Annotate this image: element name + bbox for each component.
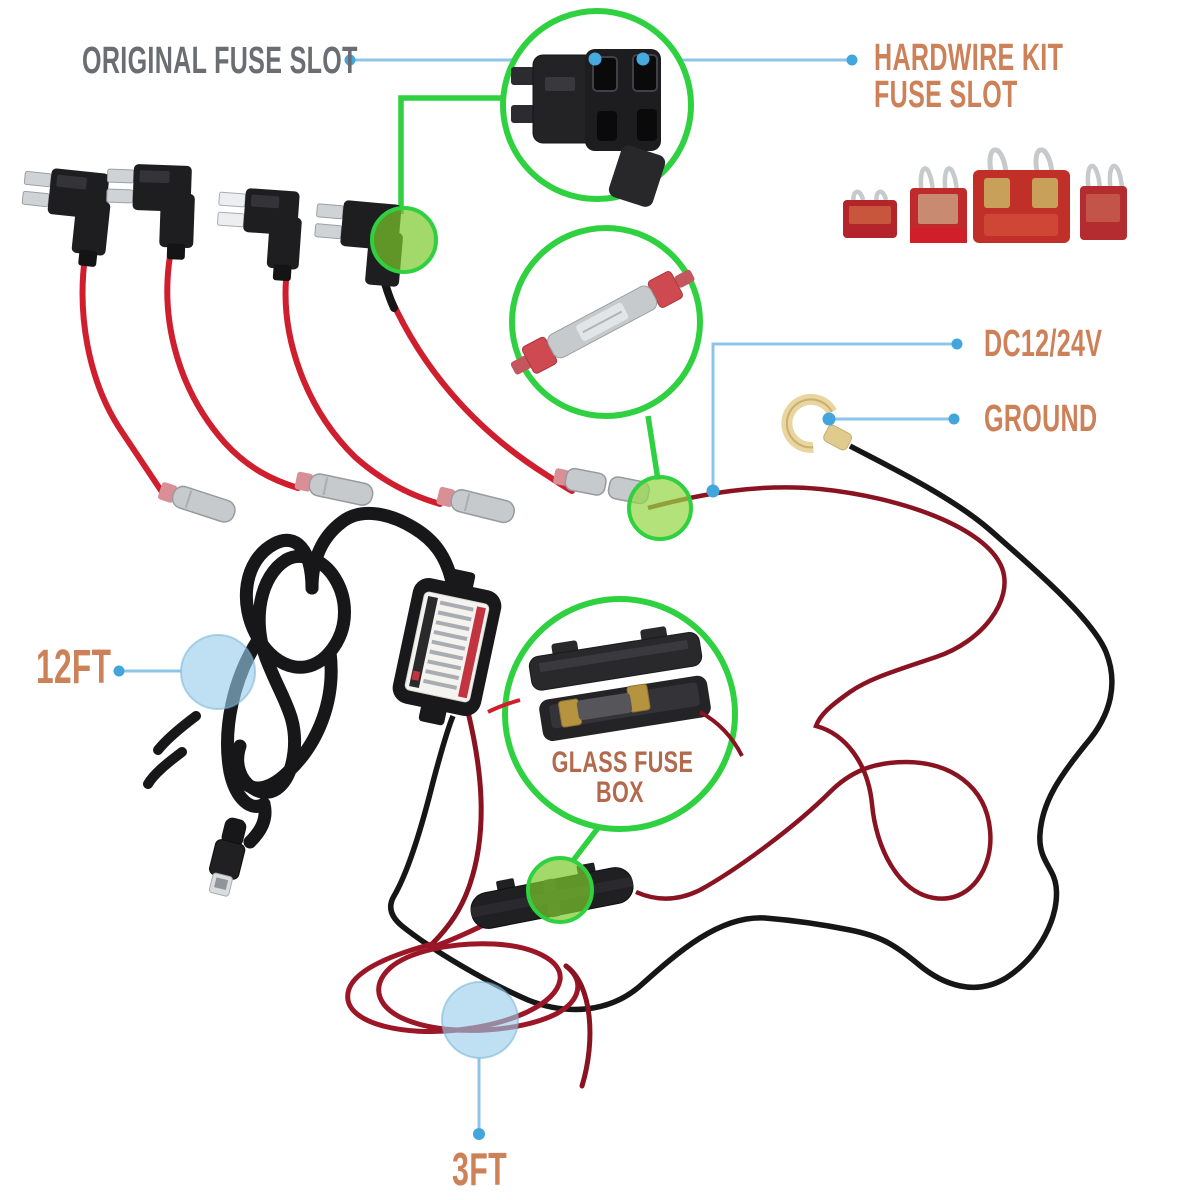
fuse-tap-2 [106,164,195,260]
highlight-3ft-cable [441,981,519,1059]
callout-dots-blue [113,54,963,1140]
crimp-terminal-3 [436,486,515,524]
hardwire-kit-fuse-slot-label: HARDWIRE KIT FUSE SLOT [874,37,1064,116]
converter-module [392,568,502,726]
module-label-text-lines [423,600,474,690]
fuse-ato [973,147,1070,243]
crimp-terminal-2 [294,471,374,506]
highlight-12ft-cable [180,634,256,710]
highlight-fuse-tap-slot [370,206,438,274]
power-wire-red [635,485,1007,901]
hardwire-kit-line1: HARDWIRE KIT [874,37,1064,79]
fuse-tap-zoom [500,8,694,207]
fuse-micro2 [1080,163,1127,240]
dot-12ft-label [113,665,125,677]
dot-hardwire-label [846,54,858,66]
dot-3ft-label [473,1128,485,1140]
dot-original-label [344,54,356,66]
inline-glass-fuse-zoom [509,225,703,419]
fuse-tap-3 [216,188,302,282]
mini-usb-connector [208,817,247,897]
hardwire-slot-dot [636,52,650,66]
cable-length-12ft-label: 12FT [36,641,112,694]
dot-ground-label [948,413,960,425]
dc-voltage-label: DC12/24V [984,323,1103,365]
dot-ground-terminal [822,412,836,426]
cable-length-3ft-label: 3FT [452,1143,507,1195]
original-fuse-slot-label: ORIGINAL FUSE SLOT [82,40,358,82]
original-slot-dot [588,52,602,66]
zoom-connector-lines [398,95,661,864]
glass-fuse-box-label: GLASS FUSE BOX [551,746,694,809]
dot-dc-wire [706,484,720,498]
fuse-low-profile-mini [843,189,897,238]
tap-wire-2 [164,253,301,491]
crimp-terminal-1 [157,482,236,523]
tap-wire-3 [282,277,443,507]
glass-fuse-line1: GLASS FUSE [551,746,694,779]
spare-fuses [843,147,1127,243]
callout-lines-blue [124,342,957,1128]
ground-label: GROUND [984,398,1098,440]
highlight-fuse-holder [526,856,594,924]
ground-terminal [781,393,853,453]
fuse-mini [910,166,967,243]
ground-wire-black [387,443,1115,1013]
fuse-tap-wires [79,247,575,507]
glass-fuse-line2: BOX [596,776,644,809]
fuse-tap-1 [21,168,111,267]
highlight-inline-fuse [627,475,693,541]
glass-fuse-box-zoom [487,596,744,832]
hardwire-kit-line2: FUSE SLOT [874,74,1018,116]
dot-dc-label [951,338,963,350]
tap-wire-1 [79,247,165,495]
